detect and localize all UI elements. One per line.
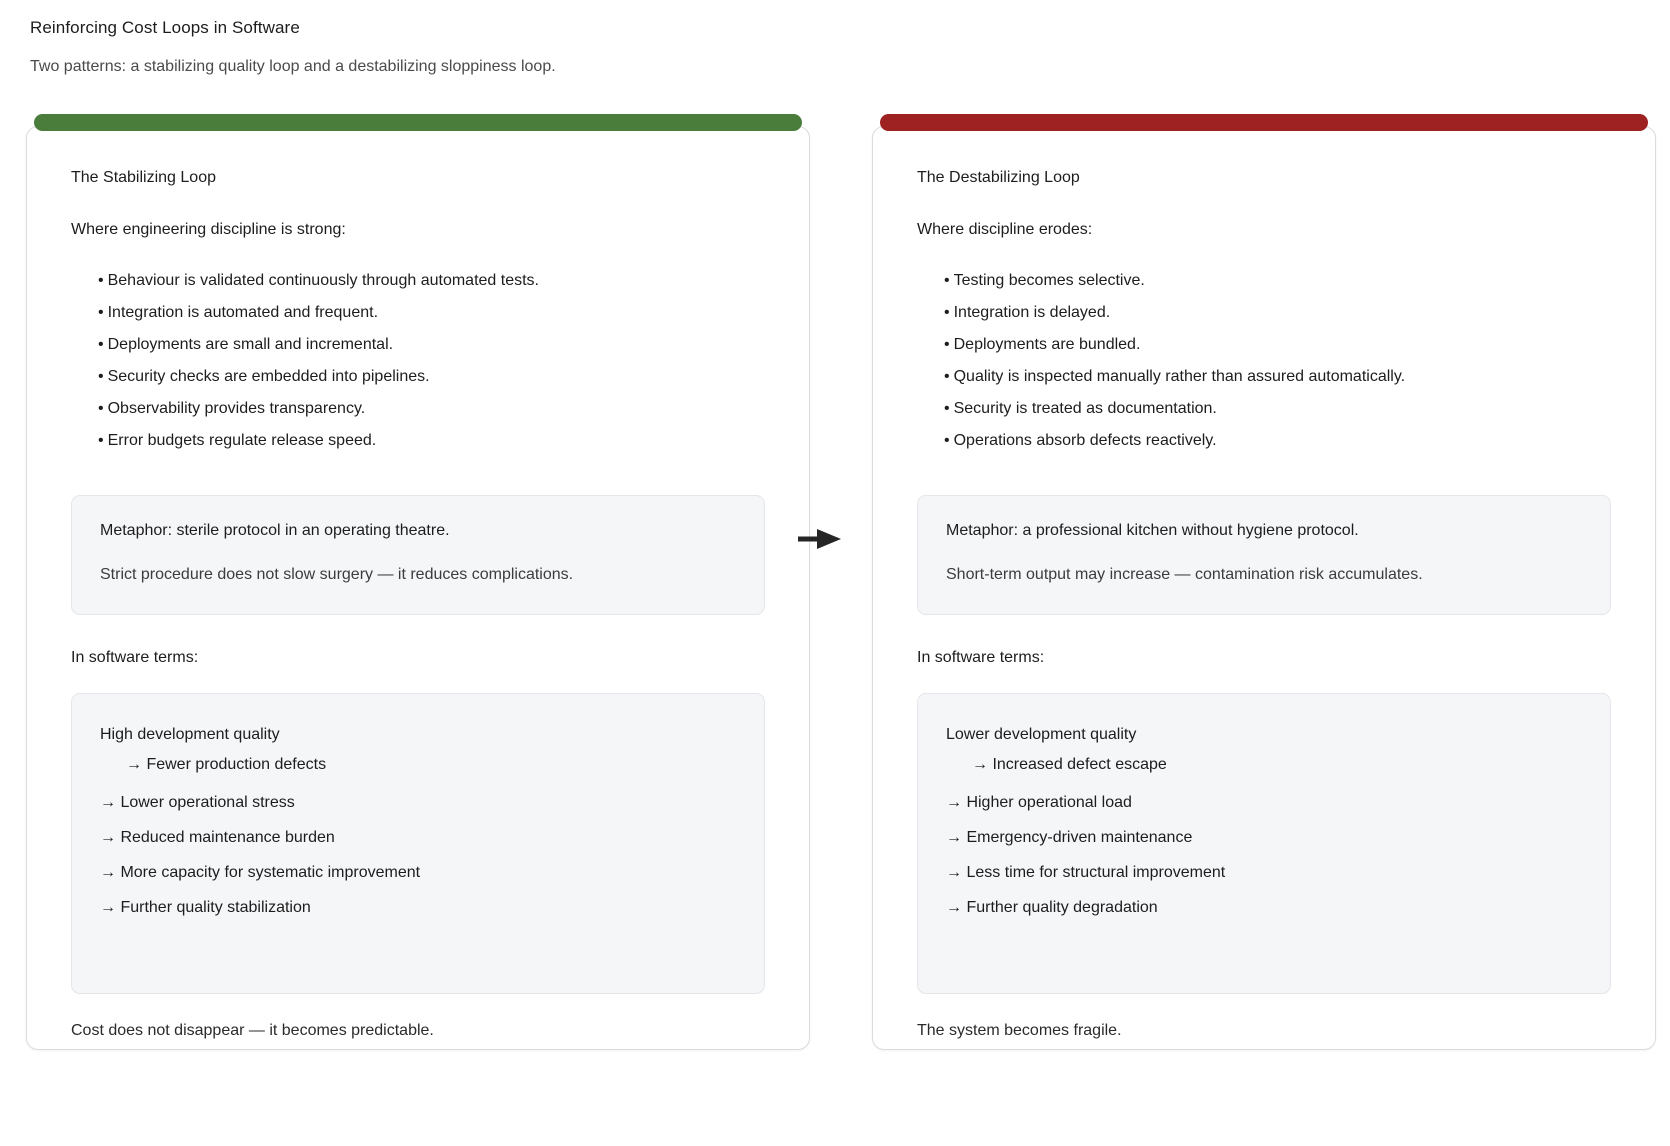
chain-step: → Reduced maintenance burden bbox=[100, 829, 335, 846]
causal-chain-panel: High development quality → Fewer product… bbox=[71, 693, 765, 994]
list-item: •Error budgets regulate release speed. bbox=[98, 432, 377, 449]
card-lead: Where discipline erodes: bbox=[917, 221, 1093, 238]
card-heading: The Stabilizing Loop bbox=[71, 169, 216, 186]
chain-first-substep: → Fewer production defects bbox=[126, 756, 327, 773]
chain-step: → Less time for structural improvement bbox=[946, 864, 1226, 881]
list-item: •Integration is delayed. bbox=[944, 304, 1111, 321]
software-terms-label: In software terms: bbox=[917, 649, 1045, 666]
chain-steps: → Higher operational load → Emergency-dri… bbox=[946, 794, 1582, 917]
card-heading: The Destabilizing Loop bbox=[917, 169, 1080, 186]
metaphor-secondary: Short-term output may increase — contami… bbox=[946, 566, 1423, 583]
loop-cards-container: The Stabilizing Loop Where engineering d… bbox=[0, 114, 1670, 1054]
chain-first-text: Lower development quality bbox=[946, 726, 1137, 743]
card-accent-bar-destabilizing bbox=[880, 114, 1648, 131]
metaphor-primary: Metaphor: a professional kitchen without… bbox=[946, 522, 1359, 539]
bullet-list: •Testing becomes selective. •Integration … bbox=[917, 265, 1611, 457]
chain-first-text: High development quality bbox=[100, 726, 280, 743]
card-accent-bar-stabilizing bbox=[34, 114, 802, 131]
card-lead: Where engineering discipline is strong: bbox=[71, 221, 346, 238]
list-item: •Security checks are embedded into pipel… bbox=[98, 368, 430, 385]
bullet-dot-icon: • bbox=[98, 432, 104, 449]
bullet-dot-icon: • bbox=[944, 304, 950, 321]
bullet-dot-icon: • bbox=[944, 336, 950, 353]
list-item: •Observability provides transparency. bbox=[98, 400, 366, 417]
bullet-dot-icon: • bbox=[98, 304, 104, 321]
bullet-dot-icon: • bbox=[944, 400, 950, 417]
card-footer: Cost does not disappear — it becomes pre… bbox=[71, 1022, 434, 1039]
bullet-dot-icon: • bbox=[98, 400, 104, 417]
metaphor-panel: Metaphor: sterile protocol in an operati… bbox=[71, 495, 765, 615]
list-item: •Behaviour is validated continuously thr… bbox=[98, 272, 539, 289]
chain-steps: → Lower operational stress → Reduced main… bbox=[100, 794, 736, 917]
bullet-dot-icon: • bbox=[944, 272, 950, 289]
list-item: •Testing becomes selective. bbox=[944, 272, 1145, 289]
list-item: •Integration is automated and frequent. bbox=[98, 304, 379, 321]
metaphor-panel: Metaphor: a professional kitchen without… bbox=[917, 495, 1611, 615]
card-body-destabilizing: The Destabilizing Loop Where discipline … bbox=[872, 126, 1656, 1050]
chain-step: → Lower operational stress bbox=[100, 794, 295, 811]
list-item: •Security is treated as documentation. bbox=[944, 400, 1217, 417]
chain-first-step: Lower development quality → Increased de… bbox=[946, 724, 1582, 776]
bullet-dot-icon: • bbox=[944, 368, 950, 385]
arrow-right-icon bbox=[768, 519, 872, 559]
software-terms-label: In software terms: bbox=[71, 649, 199, 666]
chain-step: → Further quality stabilization bbox=[100, 899, 311, 916]
chain-step: → Higher operational load bbox=[946, 794, 1132, 811]
list-item: •Quality is inspected manually rather th… bbox=[944, 368, 1406, 385]
page-title: Reinforcing Cost Loops in Software bbox=[30, 18, 300, 37]
bullet-dot-icon: • bbox=[98, 336, 104, 353]
causal-chain-panel: Lower development quality → Increased de… bbox=[917, 693, 1611, 994]
card-footer: The system becomes fragile. bbox=[917, 1022, 1122, 1039]
chain-step: → Further quality degradation bbox=[946, 899, 1158, 916]
list-item: •Operations absorb defects reactively. bbox=[944, 432, 1217, 449]
chain-first-step: High development quality → Fewer product… bbox=[100, 724, 736, 776]
chain-step: → Emergency-driven maintenance bbox=[946, 829, 1193, 846]
chain-first-substep: → Increased defect escape bbox=[972, 756, 1167, 773]
bullet-dot-icon: • bbox=[944, 432, 950, 449]
list-item: •Deployments are bundled. bbox=[944, 336, 1141, 353]
bullet-dot-icon: • bbox=[98, 368, 104, 385]
metaphor-primary: Metaphor: sterile protocol in an operati… bbox=[100, 522, 450, 539]
card-body-stabilizing: The Stabilizing Loop Where engineering d… bbox=[26, 126, 810, 1050]
bullet-list: •Behaviour is validated continuously thr… bbox=[71, 265, 765, 457]
metaphor-secondary: Strict procedure does not slow surgery —… bbox=[100, 566, 574, 583]
page-subtitle: Two patterns: a stabilizing quality loop… bbox=[30, 58, 556, 75]
bullet-dot-icon: • bbox=[98, 272, 104, 289]
chain-step: → More capacity for systematic improveme… bbox=[100, 864, 421, 881]
list-item: •Deployments are small and incremental. bbox=[98, 336, 394, 353]
